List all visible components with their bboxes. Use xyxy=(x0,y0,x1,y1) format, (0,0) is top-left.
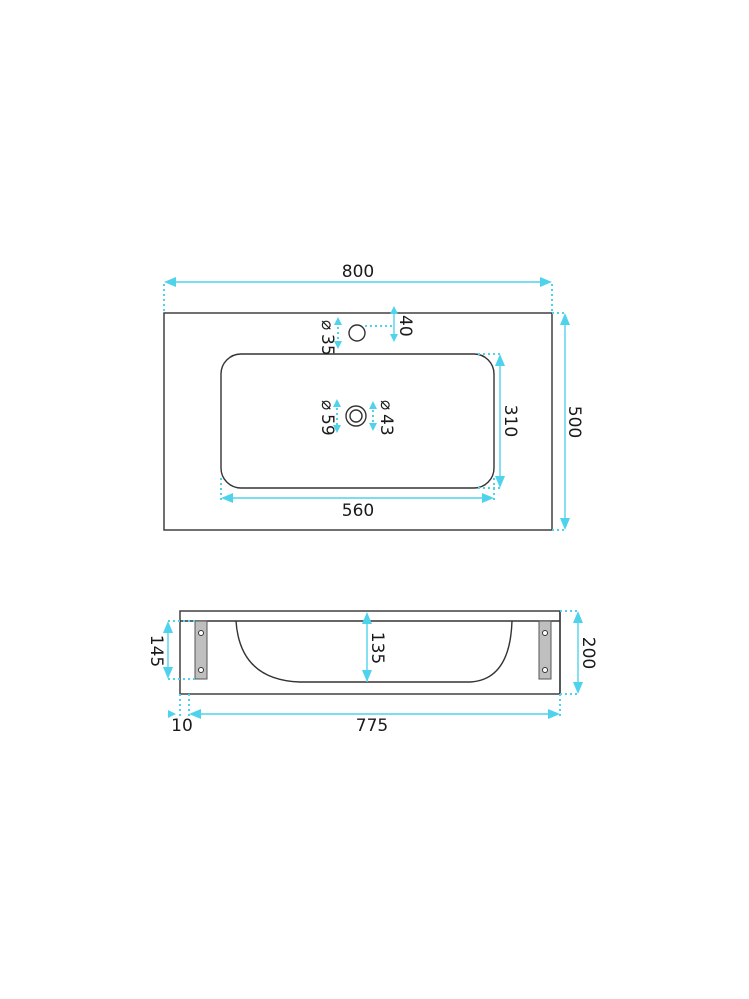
dim-total-height-label: 200 xyxy=(578,637,598,669)
dim-side-basin-depth: 135 xyxy=(362,612,387,682)
dim-front-height: 145 xyxy=(146,620,195,680)
tap-hole xyxy=(348,324,366,342)
side-view: 200 145 135 10 xyxy=(146,610,598,736)
dim-tap-diameter-label: 35 xyxy=(317,334,337,356)
dim-tap-offset-label: 40 xyxy=(395,315,415,337)
dim-side-basin-depth-label: 135 xyxy=(367,632,387,664)
top-view-outline xyxy=(163,312,553,531)
dim-overall-depth-label: 500 xyxy=(564,406,584,438)
dim-basin-width-label: 560 xyxy=(342,501,374,521)
top-view: 800 500 ⌀ 35 40 xyxy=(163,262,584,531)
dim-drain-inner: ⌀ 43 xyxy=(369,400,396,436)
dim-basin-depth-label: 310 xyxy=(500,405,520,437)
svg-text:⌀: ⌀ xyxy=(376,400,396,410)
dim-drain-outer-label: 59 xyxy=(317,414,337,436)
dim-tap-diameter: ⌀ 35 xyxy=(317,317,342,356)
bracket-right xyxy=(538,620,552,680)
basin-outline xyxy=(220,353,495,489)
bracket-left xyxy=(194,620,208,680)
dim-drain-inner-label: 43 xyxy=(376,414,396,436)
dim-basin-depth: 310 xyxy=(478,353,520,489)
dim-side-offset-label: 10 xyxy=(171,716,193,736)
dim-inner-length: 775 xyxy=(189,694,561,736)
dim-side-offset: 10 xyxy=(168,694,193,736)
dim-tap-offset: 40 xyxy=(365,306,415,342)
dim-overall-depth: 500 xyxy=(552,312,584,531)
dim-inner-length-label: 775 xyxy=(356,716,388,736)
svg-text:⌀: ⌀ xyxy=(317,400,337,410)
dim-overall-width: 800 xyxy=(163,262,553,313)
dim-front-height-label: 145 xyxy=(146,635,166,667)
svg-text:⌀: ⌀ xyxy=(317,320,337,330)
dim-drain-outer: ⌀ 59 xyxy=(317,399,341,436)
dim-total-height: 200 xyxy=(560,610,598,695)
dim-basin-width: 560 xyxy=(220,478,495,521)
dim-overall-width-label: 800 xyxy=(342,262,374,282)
side-basin-profile xyxy=(235,620,513,683)
drain-outer xyxy=(345,405,367,427)
drain-inner xyxy=(349,409,363,423)
